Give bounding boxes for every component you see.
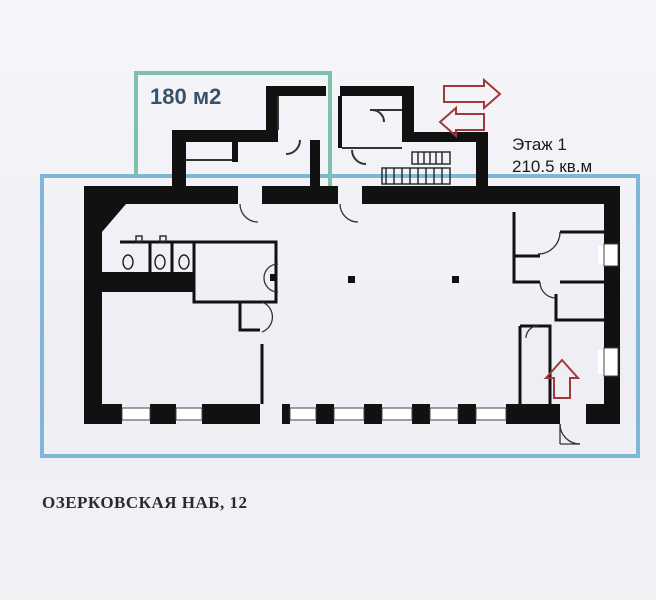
door-swings <box>239 203 581 445</box>
annex-partitions <box>186 96 402 165</box>
toilet-icon <box>122 235 190 270</box>
arrow-left-icon <box>438 105 485 139</box>
annex-walls <box>172 86 488 186</box>
windows <box>121 243 619 421</box>
annex-highlight-outline <box>134 71 332 186</box>
floor-info: Этаж 1 210.5 кв.м <box>512 134 592 178</box>
arrow-right-icon <box>443 77 502 111</box>
floor-label: Этаж 1 <box>512 135 567 154</box>
arrow-up-icon <box>543 358 581 399</box>
annex-area-label: 180 м2 <box>150 84 222 109</box>
interior-partitions <box>120 212 604 404</box>
main-hall-highlight-outline <box>40 174 640 458</box>
floor-area-label: 210.5 кв.м <box>512 157 593 176</box>
address-caption: ОЗЕРКОВСКАЯ НАБ, 12 <box>42 493 248 512</box>
stairs-icon <box>381 151 451 185</box>
